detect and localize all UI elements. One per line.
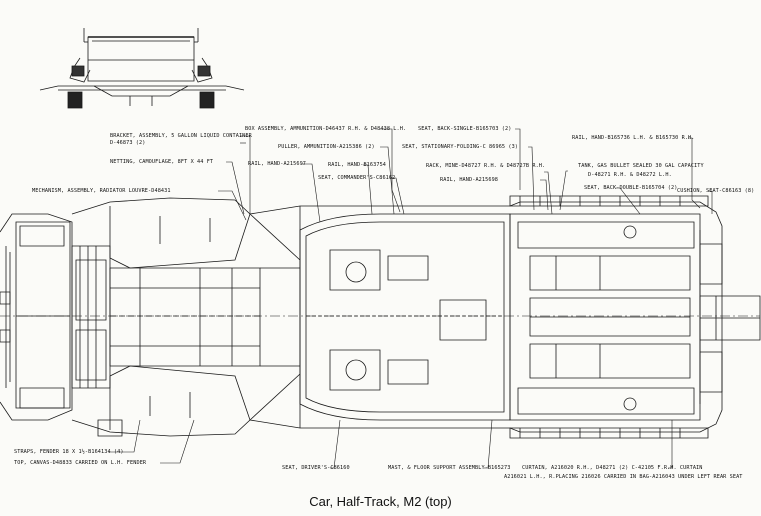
seat-stationary-label: SEAT, STATIONARY-FOLDING-C 86965 (3)	[402, 144, 519, 150]
rail-hand-b-label: RAIL, HAND-B163754	[328, 162, 387, 168]
ammunition-puller-label: PULLER, AMMUNITION-A215386 (2)	[278, 144, 375, 150]
front-view-sketch	[40, 28, 244, 108]
netting-label: NETTING, CAMOUFLAGE, 8FT X 44 FT	[110, 159, 214, 165]
mast-support-label: MAST, & FLOOR SUPPORT ASSEMBLY-B165273	[388, 465, 511, 471]
rail-hand-right-label: RAIL, HAND-B165736 L.H. & B165730 R.H.	[572, 135, 695, 141]
seat-cushion-label: CUSHION, SEAT-C86163 (8)	[677, 188, 755, 194]
curtain-label: CURTAIN, A216020 R.H., D48271 (2) C-4210…	[522, 465, 703, 471]
seat-commander-label: SEAT, COMMANDER'S-C86162	[318, 175, 396, 181]
gas-tank-label: TANK, GAS BULLET SEALED 30 GAL CAPACITY	[578, 163, 704, 169]
radiator-mechanism-label: MECHANISM, ASSEMBLY, RADIATOR LOUVRE-D48…	[32, 188, 171, 194]
bracket-label: BRACKET, ASSEMBLY, 5 GALLON LIQUID CONTA…	[110, 133, 252, 139]
seat-back-single-label: SEAT, BACK-SINGLE-B165703 (2)	[418, 126, 512, 132]
canvas-top-label: TOP, CANVAS-D48833 CARRIED ON L.H. FENDE…	[14, 460, 147, 466]
bracket-part-label: D-46873 (2)	[110, 140, 146, 146]
ammunition-box-label: BOX ASSEMBLY, AMMUNITION-D46437 R.H. & D…	[245, 126, 407, 132]
figure-caption: Car, Half-Track, M2 (top)	[309, 494, 452, 509]
rail-hand-c-label: RAIL, HAND-A215698	[440, 177, 499, 183]
mine-rack-label: RACK, MINE-D48727 R.H. & D48727B R.H.	[426, 163, 546, 169]
curtain-bag-label: A216021 L.H., R.PLACING 216026 CARRIED I…	[504, 474, 743, 480]
seat-drivers-label: SEAT, DRIVER'S-C86160	[282, 465, 350, 471]
plan-view	[0, 196, 760, 438]
fender-straps-label: STRAPS, FENDER 18 X 1½-B164134 (4)	[14, 449, 124, 455]
rail-hand-a-label: RAIL, HAND-A215697	[248, 161, 307, 167]
gas-tank-part-label: D-48271 R.H. & D48272 L.H.	[588, 172, 672, 178]
seat-back-double-label: SEAT, BACK-DOUBLE-B165704 (2)	[584, 185, 678, 191]
leader-lines	[108, 129, 712, 468]
